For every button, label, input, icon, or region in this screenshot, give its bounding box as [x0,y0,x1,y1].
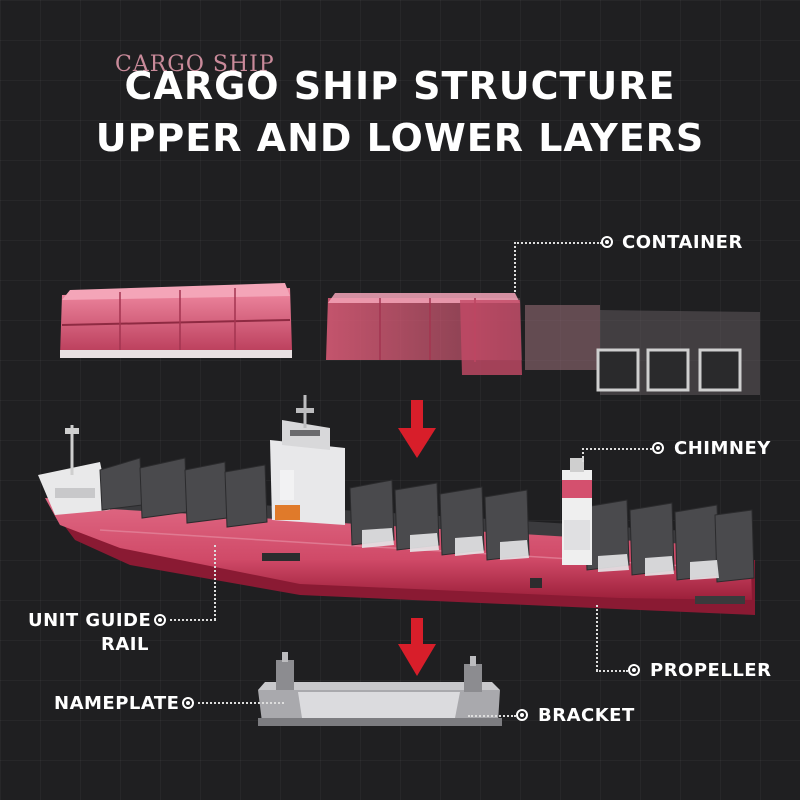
bracket-leader-horizontal [468,715,516,717]
bridge-tower [270,395,345,525]
arrow-down-icon [398,618,436,676]
nameplate-leader-horizontal [198,702,284,704]
propeller-leader-vertical [596,605,598,671]
page-title: CARGO SHIP STRUCTURE [124,64,676,108]
propeller-marker-icon [628,664,640,676]
label-unit-guide-rail-line2: RAIL [101,634,149,655]
label-bracket: BRACKET [538,705,635,726]
label-chimney: CHIMNEY [674,438,771,459]
label-unit-guide-rail-line1: UNIT GUIDE [28,610,152,631]
propeller-leader-horizontal [596,670,628,672]
chimney-leader-vertical [582,448,584,462]
nameplate-marker-icon [182,697,194,709]
page-subtitle: UPPER AND LOWER LAYERS [95,116,705,160]
chimney [562,458,592,565]
chimney-leader-horizontal [582,448,652,450]
unit-guide-rail-marker-icon [154,614,166,626]
bracket-marker-icon [516,709,528,721]
watermark-text: CARGO SHIP [115,52,275,77]
container-leader-vertical [514,242,516,292]
container-stack [60,283,760,395]
hold-floors [362,528,719,580]
label-propeller: PROPELLER [650,660,772,681]
chimney-marker-icon [652,442,664,454]
container-marker-icon [601,236,613,248]
label-nameplate: NAMEPLATE [54,693,180,714]
unit-guide-rail-leader-vertical [214,545,216,620]
display-stand [258,652,502,726]
container-leader-horizontal [514,242,602,244]
label-container: CONTAINER [622,232,743,253]
unit-guide-rail-leader-horizontal [170,619,216,621]
guide-rails [99,457,755,583]
arrow-down-icon [398,400,436,458]
